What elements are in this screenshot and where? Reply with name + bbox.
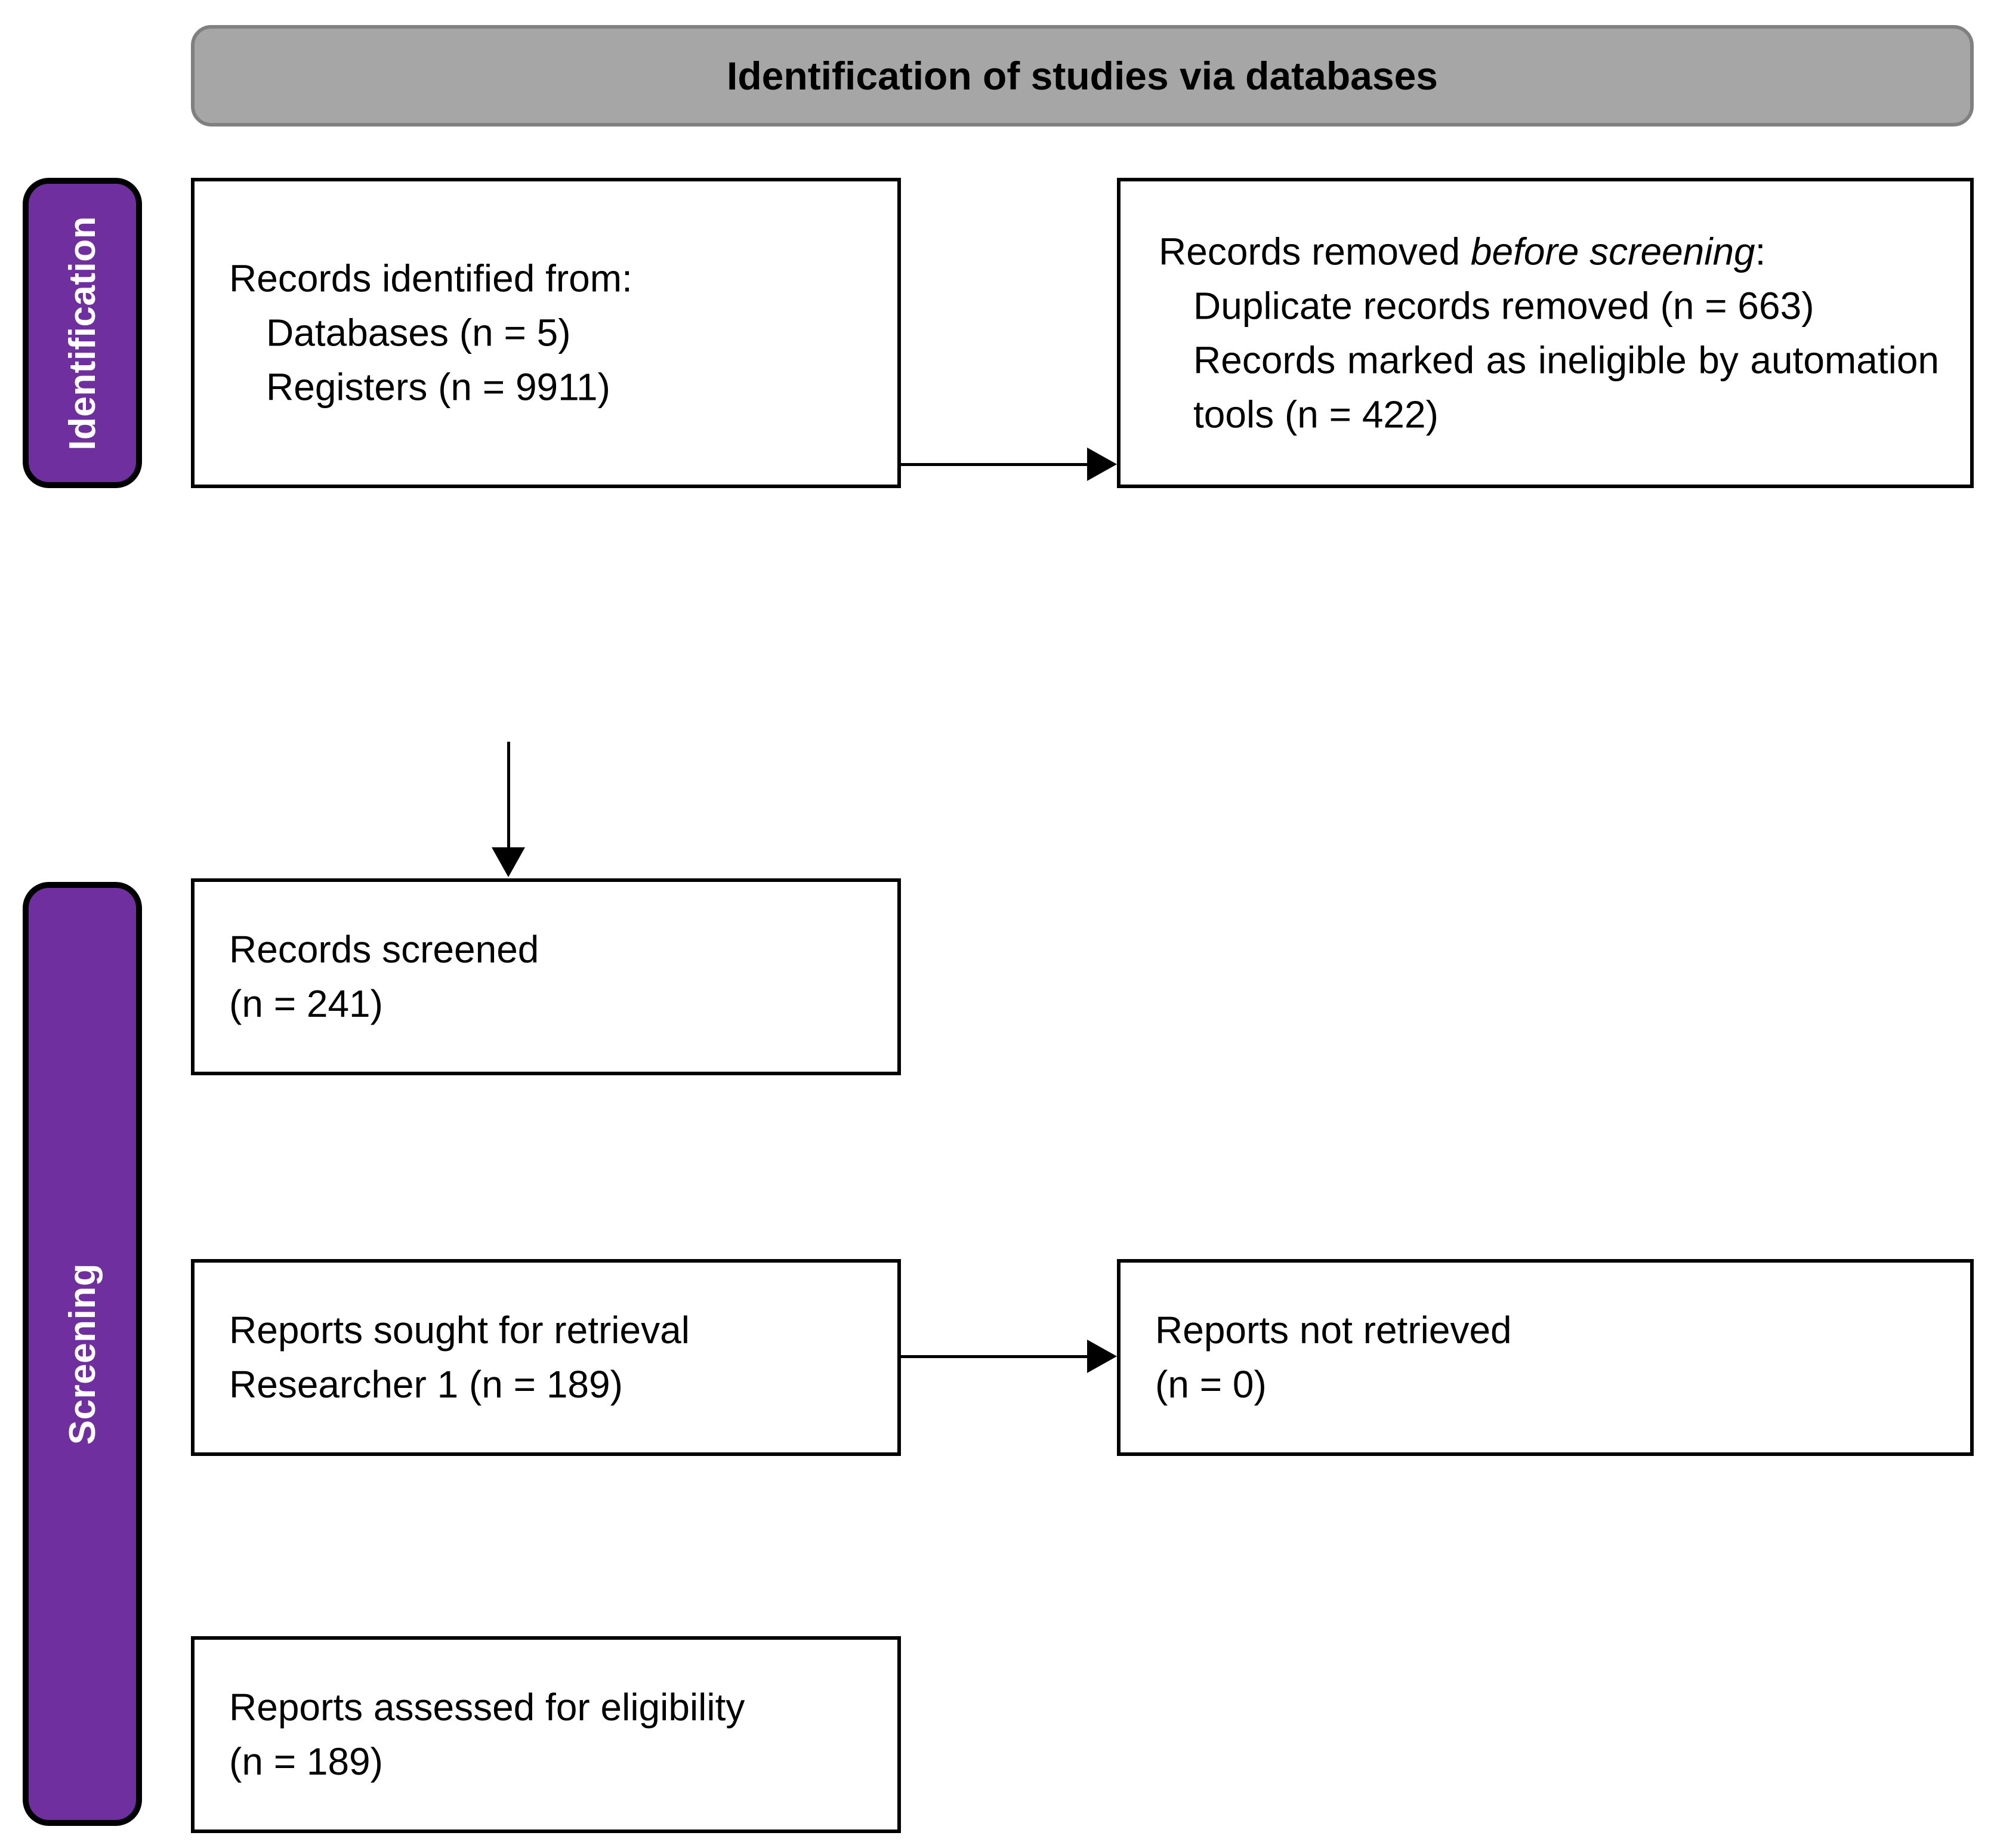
arrow-shaft xyxy=(507,742,510,849)
box-records-removed-content: Records removed before screening: Duplic… xyxy=(1159,224,1939,442)
records-identified-databases: Databases (n = 5) xyxy=(266,311,571,354)
arrow-shaft xyxy=(901,463,1089,466)
records-removed-title: Records removed before screening: xyxy=(1159,224,1939,279)
banner-identification-header: Identification of studies via databases xyxy=(191,25,1974,127)
records-removed-automation: Records marked as ineligible by automati… xyxy=(1193,338,1939,436)
banner-title: Identification of studies via databases xyxy=(727,54,1438,98)
records-identified-title: Records identified from: xyxy=(229,257,632,300)
arrow-head-icon xyxy=(1087,1340,1117,1373)
stage-label-screening: Screening xyxy=(61,1263,103,1445)
records-removed-title-suffix: : xyxy=(1755,230,1766,273)
records-removed-title-prefix: Records removed xyxy=(1159,230,1471,273)
arrow-head-icon xyxy=(1087,448,1117,481)
stage-bar-identification: Identification xyxy=(23,178,142,488)
box-records-screened-content: Records screened (n = 241) xyxy=(229,923,872,1031)
arrow-shaft xyxy=(901,1355,1089,1358)
reports-sought-researcher: Researcher 1 (n = 189) xyxy=(229,1363,623,1406)
reports-sought-title: Reports sought for retrieval xyxy=(229,1309,690,1352)
reports-not-retrieved-title: Reports not retrieved xyxy=(1155,1309,1512,1352)
box-reports-not-retrieved-content: Reports not retrieved (n = 0) xyxy=(1155,1303,1945,1412)
reports-assessed-title: Reports assessed for eligibility xyxy=(229,1686,745,1729)
box-reports-assessed-for-eligibility: Reports assessed for eligibility (n = 18… xyxy=(191,1636,901,1833)
box-records-removed: Records removed before screening: Duplic… xyxy=(1117,178,1974,488)
stage-label-identification: Identification xyxy=(61,215,103,451)
reports-not-retrieved-count: (n = 0) xyxy=(1155,1363,1267,1406)
records-screened-title: Records screened xyxy=(229,928,539,971)
reports-assessed-count: (n = 189) xyxy=(229,1740,383,1783)
records-identified-registers: Registers (n = 9911) xyxy=(266,365,610,409)
box-reports-assessed-content: Reports assessed for eligibility (n = 18… xyxy=(229,1680,872,1789)
box-reports-sought-content: Reports sought for retrieval Researcher … xyxy=(229,1303,872,1412)
stage-bar-screening: Screening xyxy=(23,882,142,1826)
box-records-identified-content: Records identified from: Databases (n = … xyxy=(229,252,872,415)
arrow-head-icon xyxy=(492,847,525,877)
box-records-identified: Records identified from: Databases (n = … xyxy=(191,178,901,488)
box-reports-not-retrieved: Reports not retrieved (n = 0) xyxy=(1117,1259,1974,1456)
records-removed-duplicates: Duplicate records removed (n = 663) xyxy=(1193,284,1814,328)
records-screened-count: (n = 241) xyxy=(229,982,383,1025)
box-records-screened: Records screened (n = 241) xyxy=(191,878,901,1075)
box-reports-sought-for-retrieval: Reports sought for retrieval Researcher … xyxy=(191,1259,901,1456)
records-removed-title-italic: before screening xyxy=(1470,230,1755,273)
